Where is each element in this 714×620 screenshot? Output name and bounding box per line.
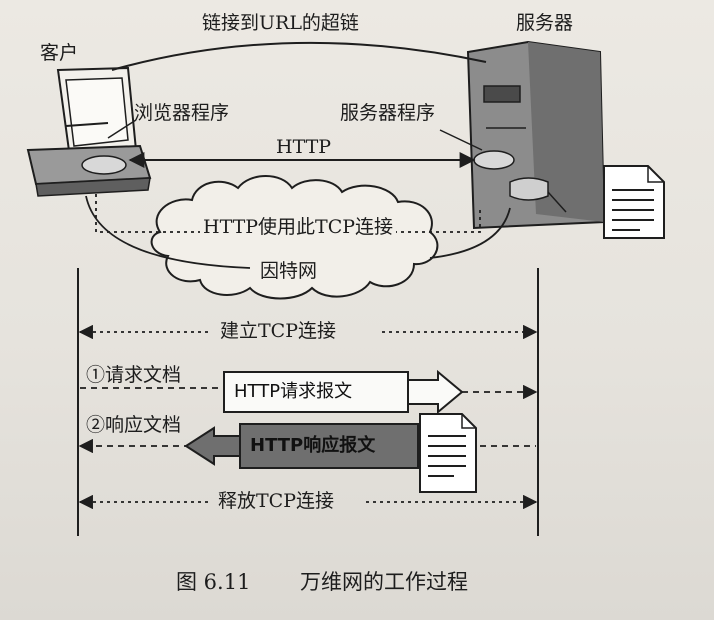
figure-title: 万维网的工作过程 [300, 570, 468, 594]
network-link-line-right [429, 207, 511, 259]
http-label: HTTP [276, 136, 332, 158]
figure-number: 图 6.11 [176, 570, 251, 594]
response-document-icon [419, 413, 477, 493]
hyperlink-label: 链接到URL的超链 [202, 12, 359, 34]
internet-cloud [150, 175, 439, 300]
server-label: 服务器 [516, 12, 574, 34]
server-icon [466, 40, 606, 230]
document-icon [603, 165, 665, 239]
network-link-line [85, 195, 251, 269]
http-request-box [223, 371, 409, 413]
http-response-label: HTTP响应报文 [250, 435, 376, 456]
server-pointer [439, 129, 483, 151]
request-doc-label: ①请求文档 [86, 364, 182, 386]
http-uses-tcp-label: HTTP使用此TCP连接 [200, 218, 397, 237]
hyperlink-arc [111, 41, 487, 71]
server-program-label: 服务器程序 [340, 102, 436, 124]
browser-pointer [107, 119, 137, 139]
client-label: 客户 [40, 42, 79, 64]
response-doc-label: ②响应文档 [86, 414, 182, 436]
browser-program-label: 浏览器程序 [134, 102, 230, 124]
request-hollow-arrow [407, 369, 464, 415]
release-tcp-label: 释放TCP连接 [218, 490, 334, 512]
internet-label: 因特网 [260, 260, 318, 282]
client-computer-icon [26, 66, 152, 197]
http-response-box [239, 423, 419, 469]
response-solid-arrow [184, 426, 241, 466]
http-request-label: HTTP请求报文 [234, 381, 353, 402]
establish-tcp-label: 建立TCP连接 [220, 320, 336, 342]
